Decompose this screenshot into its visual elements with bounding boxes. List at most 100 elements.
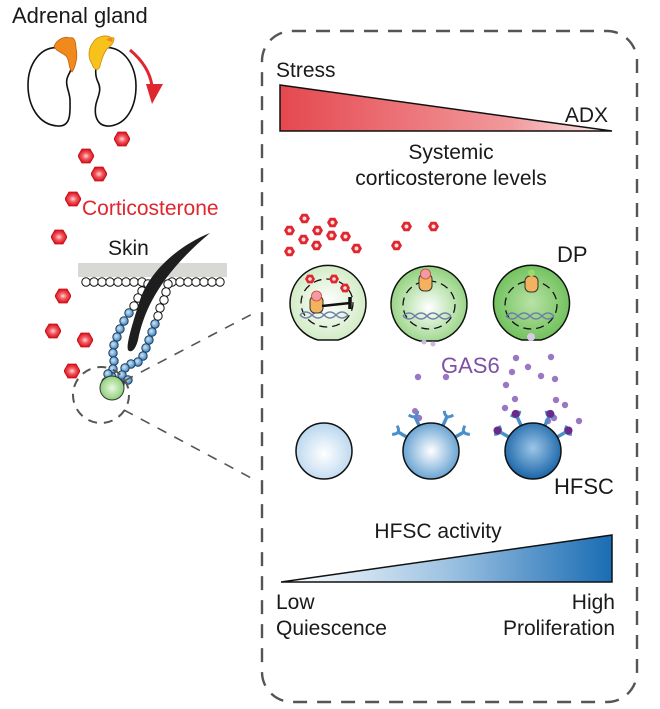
receptor-cup bbox=[462, 424, 470, 436]
corticosterone-icon bbox=[55, 288, 71, 304]
gas6-dot bbox=[551, 375, 559, 383]
proliferation-label: Proliferation bbox=[503, 617, 615, 640]
gas6-bound bbox=[493, 426, 502, 435]
hair-shaft bbox=[127, 233, 210, 352]
epidermal-cell bbox=[175, 277, 185, 287]
hfsc-niche-cell bbox=[150, 319, 160, 329]
quiescence-label: Quiescence bbox=[276, 617, 387, 640]
epidermal-cell bbox=[191, 277, 201, 287]
hfsc-label: HFSC bbox=[554, 474, 614, 499]
systemic-label-line1: Systemic bbox=[408, 141, 493, 164]
gas6-dot bbox=[552, 396, 560, 404]
hfsc-niche-cell bbox=[108, 348, 118, 358]
hfsc-activity-label: HFSC activity bbox=[374, 520, 502, 543]
gas6-dot bbox=[524, 363, 532, 371]
hfsc-activity-gradient-wedge bbox=[280, 534, 613, 583]
hfsc-niche-cell bbox=[124, 308, 134, 318]
gas6-dot bbox=[501, 404, 509, 412]
glucocorticoid-receptor bbox=[524, 275, 539, 293]
dna-icon bbox=[299, 311, 349, 319]
gas6-dot bbox=[511, 395, 519, 403]
corticosterone-icon bbox=[78, 148, 94, 164]
dp-cell-high-cort bbox=[289, 264, 367, 341]
gas6-bound bbox=[511, 409, 520, 418]
hfsc-niche-cell bbox=[141, 343, 151, 353]
receptor-cup bbox=[442, 410, 455, 419]
zoom-line-bottom bbox=[123, 409, 256, 481]
low-label: Low bbox=[276, 591, 315, 614]
gas6-dot bbox=[414, 373, 422, 381]
epidermal-cell bbox=[121, 277, 131, 287]
follicle-cell bbox=[161, 287, 171, 297]
dermal-papilla-small bbox=[99, 375, 125, 401]
zoom-circle bbox=[72, 366, 130, 424]
receptor-cup bbox=[392, 424, 400, 436]
epidermal-cell bbox=[129, 277, 139, 287]
corticosterone-label: Corticosterone bbox=[82, 197, 219, 220]
gas6-label: GAS6 bbox=[441, 353, 500, 378]
follicle-cell bbox=[163, 279, 173, 289]
stress-label: Stress bbox=[276, 59, 336, 82]
hfsc-niche-cell bbox=[117, 370, 127, 380]
adrenal-right bbox=[88, 35, 115, 70]
gas6-dot bbox=[561, 401, 569, 409]
epidermal-cell bbox=[183, 277, 193, 287]
corticosterone-icon bbox=[64, 363, 80, 379]
epidermis-cells bbox=[81, 277, 225, 287]
hfsc-niche-cell bbox=[138, 351, 148, 361]
free-corticosterone bbox=[284, 213, 439, 257]
gas6-dot bbox=[412, 408, 418, 414]
dp-label: DP bbox=[557, 242, 588, 267]
hfsc-cell-mid bbox=[392, 408, 470, 480]
gas6-dot bbox=[508, 368, 516, 376]
corticosterone-gradient-wedge bbox=[279, 84, 613, 132]
hfsc-cell-quiescent bbox=[295, 422, 353, 480]
gas6-dot bbox=[537, 372, 545, 380]
corticosterone-icon bbox=[91, 166, 107, 182]
hfsc-cell-active bbox=[493, 409, 573, 480]
epidermal-cell bbox=[113, 277, 123, 287]
gas6-dot bbox=[442, 373, 450, 381]
follicle-cell bbox=[159, 295, 169, 305]
gas6-bound bbox=[564, 426, 573, 435]
gas6-dot bbox=[575, 417, 583, 425]
dp-cell-mid-cort bbox=[390, 265, 468, 347]
gas6-bound bbox=[546, 409, 555, 418]
epidermal-cell bbox=[97, 277, 107, 287]
corticosterone-icon bbox=[77, 332, 93, 348]
hfsc-niche-cell bbox=[112, 332, 122, 342]
adx-label: ADX bbox=[565, 104, 608, 127]
epidermal-cell bbox=[89, 277, 99, 287]
hfsc-niche-cell bbox=[144, 335, 154, 345]
kidney-left bbox=[27, 36, 78, 127]
epidermal-cell bbox=[207, 277, 217, 287]
kidney-right bbox=[88, 35, 137, 127]
skin-layer bbox=[78, 263, 227, 277]
hfsc-niche-cell bbox=[119, 316, 129, 326]
hfsc-niche-cell bbox=[109, 340, 119, 350]
dna-icon bbox=[402, 312, 452, 320]
corticosterone-icon bbox=[45, 323, 61, 339]
high-label: High bbox=[572, 591, 615, 614]
repression-icon bbox=[321, 297, 352, 309]
gas6-dot bbox=[512, 354, 520, 362]
adrenal-gland-label: Adrenal gland bbox=[12, 3, 148, 28]
corticosterone-icon bbox=[114, 131, 130, 147]
hfsc-niche-cell bbox=[109, 356, 119, 366]
corticosterone-icon bbox=[51, 229, 67, 245]
follicle-cell bbox=[155, 303, 165, 313]
epidermal-cell bbox=[105, 277, 115, 287]
hfsc-niche-cell bbox=[115, 324, 125, 334]
corticosterone-icon bbox=[65, 191, 81, 207]
gas6-dot bbox=[502, 381, 510, 389]
epidermal-cell bbox=[81, 277, 91, 287]
gas6-dot bbox=[547, 353, 555, 361]
zoom-line-top bbox=[123, 310, 259, 382]
secretion-arrow-icon bbox=[129, 48, 163, 104]
hfsc-niche-cell bbox=[147, 327, 157, 337]
dna-icon bbox=[505, 312, 555, 320]
zoom-panel-border bbox=[260, 29, 639, 704]
epidermal-cell bbox=[199, 277, 209, 287]
systemic-label-line2: corticosterone levels bbox=[355, 167, 546, 190]
